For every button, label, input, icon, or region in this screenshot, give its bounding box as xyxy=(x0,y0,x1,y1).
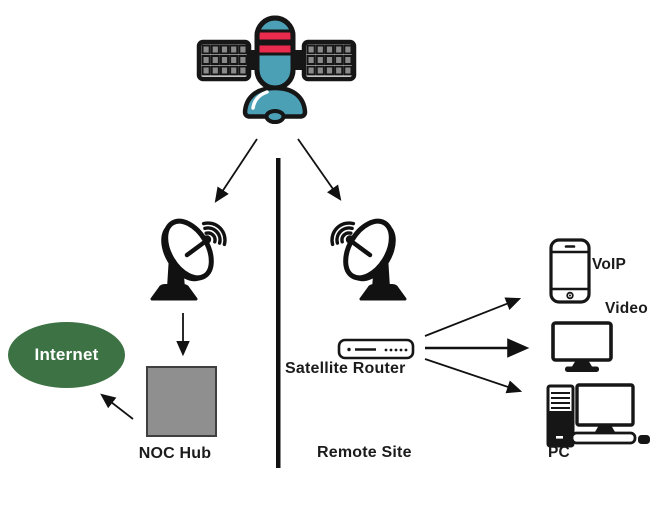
signal-waves-icon xyxy=(201,221,227,247)
solar-panel-icon xyxy=(196,39,357,82)
desktop-pc-icon xyxy=(546,383,650,448)
arrow-router-to-pc xyxy=(424,358,523,394)
voip-label: VoIP xyxy=(592,256,627,273)
internet-label: Internet xyxy=(34,345,99,364)
noc-dish-antenna-icon xyxy=(150,218,227,301)
remote-dish-antenna-icon xyxy=(330,218,407,301)
satellite-icon xyxy=(196,15,357,124)
arrow-satellite-to-noc-dish xyxy=(214,138,258,203)
noc-hub-node xyxy=(146,366,217,437)
video-monitor-icon xyxy=(551,321,613,372)
voip-phone-icon xyxy=(549,238,591,304)
arrow-router-to-voip xyxy=(424,297,522,337)
remote-site-label: Remote Site xyxy=(317,444,412,461)
video-label: Video xyxy=(605,300,648,317)
internet-node: Internet xyxy=(8,322,125,388)
signal-waves-icon xyxy=(330,221,356,247)
satellite-router-label: Satellite Router xyxy=(285,360,406,377)
site-divider-line xyxy=(276,158,281,468)
satellite-router-icon xyxy=(337,338,415,360)
noc-hub-label: NOC Hub xyxy=(138,445,212,462)
arrow-satellite-to-remote-dish xyxy=(297,138,342,201)
pc-label: PC xyxy=(548,444,570,461)
arrow-noc-hub-to-internet xyxy=(100,393,134,420)
